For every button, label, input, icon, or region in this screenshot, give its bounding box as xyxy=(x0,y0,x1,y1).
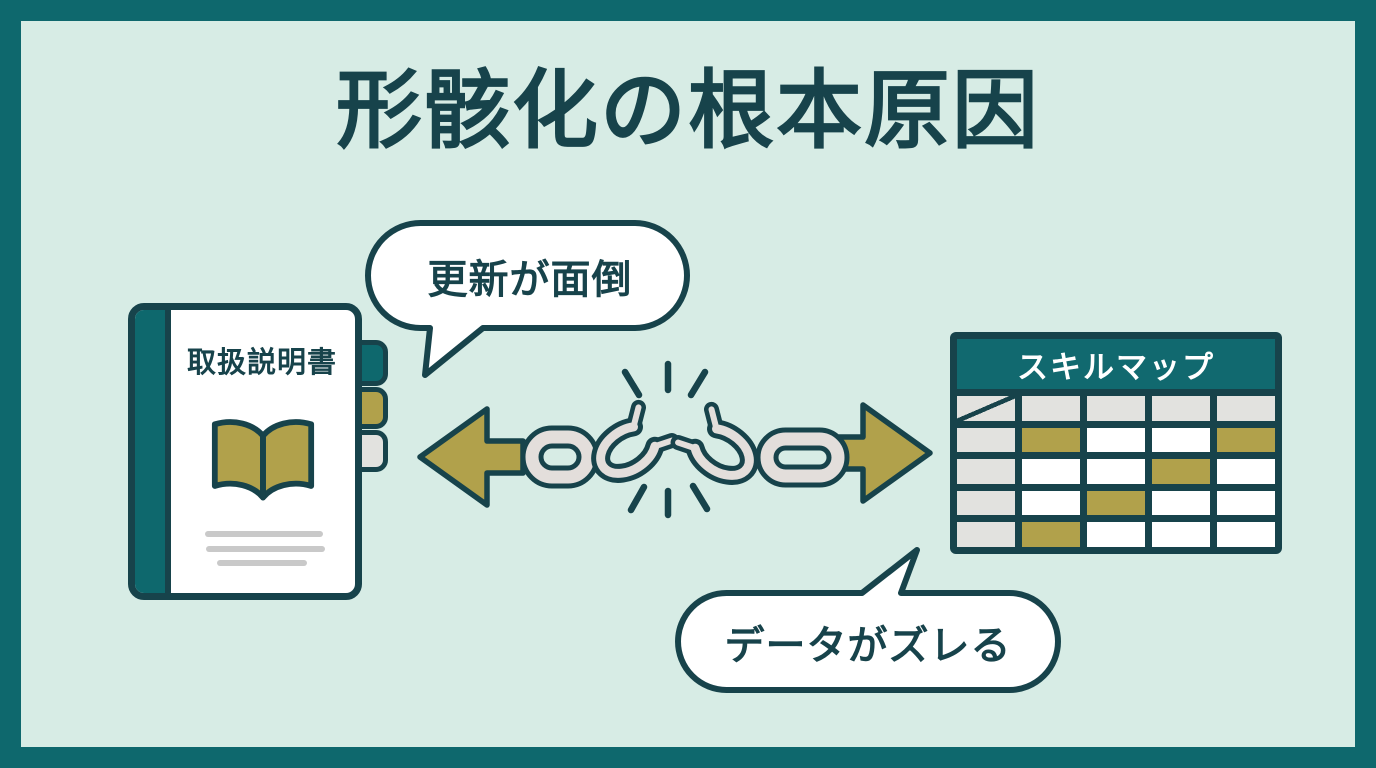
skill-cell-white xyxy=(1217,522,1275,547)
book-cover-label: 取扱説明書 xyxy=(186,345,337,379)
skill-cell-olive xyxy=(1152,459,1210,484)
canvas: 形骸化の根本原因 取扱説明書 更新が面倒 xyxy=(21,21,1355,747)
skill-map-grid xyxy=(957,396,1275,547)
spark-lines-icon xyxy=(621,360,711,519)
left-arrow-icon xyxy=(417,406,526,508)
skill-cell-gray xyxy=(957,522,1015,547)
broken-chain-icon xyxy=(417,360,933,519)
skill-cell-white xyxy=(1217,490,1275,516)
skill-cell-olive xyxy=(1217,427,1275,453)
skill-cell-white xyxy=(1087,459,1145,484)
skill-cell-olive xyxy=(1087,490,1145,516)
skill-cell-white xyxy=(1152,427,1210,453)
skill-cell-white xyxy=(1022,490,1080,516)
skill-cell-white xyxy=(1152,490,1210,516)
book-text-line xyxy=(206,546,325,552)
skill-map-header: スキルマップ xyxy=(957,339,1275,389)
skill-cell-white xyxy=(1087,427,1145,453)
skill-cell-white xyxy=(1087,522,1145,547)
skill-cell-white xyxy=(1022,459,1080,484)
skill-cell-gray-diagonal xyxy=(957,396,1015,421)
right-arrow-icon xyxy=(836,402,933,504)
bubble-data-text: データがズレる xyxy=(724,622,1012,669)
skill-cell-gray xyxy=(957,490,1015,516)
skill-map-table: スキルマップ xyxy=(950,332,1282,554)
book-text-line xyxy=(205,531,323,537)
chain-right-link xyxy=(755,427,850,488)
page-title: 形骸化の根本原因 xyxy=(336,61,1040,161)
book-spine xyxy=(135,310,171,593)
skill-cell-gray xyxy=(1152,396,1210,421)
skill-cell-gray xyxy=(1217,396,1275,421)
skill-cell-gray xyxy=(1022,396,1080,421)
open-book-icon xyxy=(211,419,315,501)
skill-cell-olive xyxy=(1022,427,1080,453)
bubble-update-text: 更新が面倒 xyxy=(427,256,633,303)
skill-cell-gray xyxy=(957,459,1015,484)
skill-cell-olive xyxy=(1022,522,1080,547)
skill-cell-gray xyxy=(1087,396,1145,421)
skill-cell-white xyxy=(1152,522,1210,547)
chain-left-link xyxy=(520,425,600,489)
speech-bubble-data xyxy=(675,547,1061,693)
chain-broken-right-link xyxy=(670,401,759,485)
skill-cell-white xyxy=(1217,459,1275,484)
speech-bubble-update xyxy=(365,220,690,378)
skill-cell-gray xyxy=(957,427,1015,453)
book-text-line xyxy=(217,560,307,566)
chain-broken-left-link xyxy=(591,399,680,483)
